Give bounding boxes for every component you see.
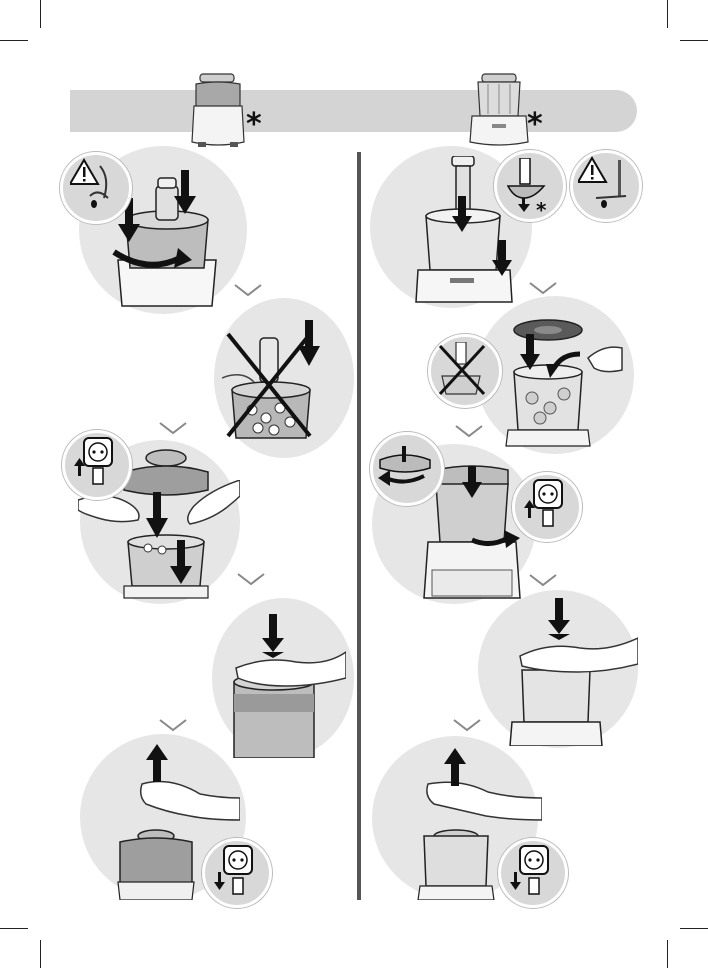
plug-icon: [508, 844, 552, 898]
press-down-arrow-icon: [520, 334, 540, 370]
footnote-asterisk-left: *: [246, 110, 262, 140]
chevron-down-icon: [158, 421, 188, 435]
crop-mark: [667, 940, 668, 968]
press-down-arrow-icon: [462, 466, 482, 498]
crop-mark: [680, 928, 708, 929]
rotate-arrow-icon: [470, 528, 520, 550]
plug-icon: [212, 844, 256, 898]
crop-mark: [0, 40, 28, 41]
press-down-arrow-icon: [146, 492, 168, 538]
crop-mark: [40, 940, 41, 968]
crop-mark: [667, 0, 668, 28]
crop-mark: [40, 0, 41, 28]
press-down-arrow-icon: [452, 196, 472, 232]
hand-illustration: [170, 480, 240, 530]
appliance-left-icon: [190, 72, 246, 150]
plug-icon: [72, 436, 116, 490]
plug-icon: [522, 478, 566, 532]
blade-footnote-asterisk: *: [536, 200, 546, 220]
press-down-arrow-icon: [170, 540, 192, 584]
header-bar: [70, 90, 637, 132]
up-arrow-icon: [444, 748, 466, 786]
chevron-down-icon: [233, 283, 263, 297]
press-down-arrow-icon: [174, 170, 196, 214]
crop-mark: [0, 928, 28, 929]
press-down-arrow-icon: [492, 240, 512, 276]
chevron-down-icon: [454, 424, 484, 438]
chevron-down-icon: [528, 281, 558, 295]
warning-triangle-icon: [578, 156, 628, 210]
press-down-arrow-icon: [298, 320, 320, 366]
crop-mark: [680, 40, 708, 41]
appliance-right-icon: [468, 72, 530, 150]
lock-rotate-icon: [376, 446, 434, 488]
press-down-arrow-icon: [262, 614, 284, 658]
footnote-asterisk-right: *: [527, 110, 543, 140]
up-arrow-icon: [146, 744, 168, 782]
chevron-down-icon: [236, 572, 266, 586]
cross-out-mark-icon: [436, 342, 488, 396]
chevron-down-icon: [158, 718, 188, 732]
press-down-arrow-icon: [548, 598, 570, 640]
chevron-down-icon: [452, 718, 482, 732]
chevron-down-icon: [528, 573, 558, 587]
curved-arrow-icon: [542, 350, 582, 380]
warning-triangle-icon: [70, 158, 118, 210]
rotate-arrow-icon: [108, 240, 192, 274]
column-divider: [357, 152, 361, 900]
hand-press-illustration: [226, 612, 346, 758]
hand-press-illustration: [508, 630, 638, 746]
